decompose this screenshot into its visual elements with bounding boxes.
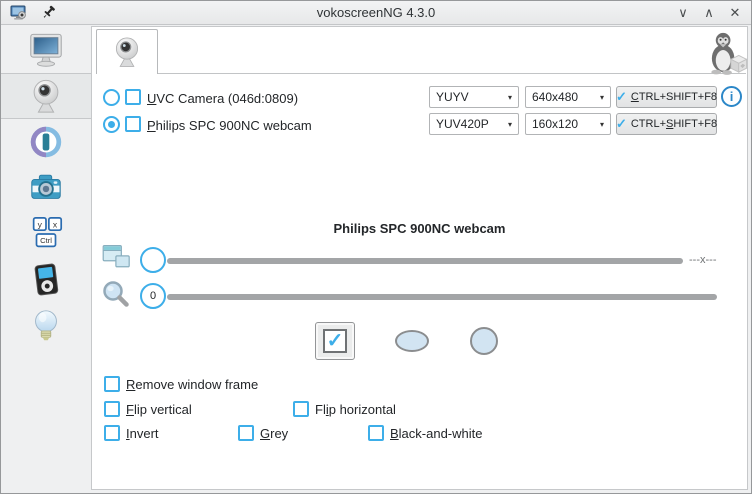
keyboard-keys-icon: y x Ctrl [32, 216, 63, 248]
camera-label-philips: Philips SPC 900NC webcam [147, 118, 312, 133]
black-and-white-checkbox[interactable] [368, 425, 384, 441]
resolution-select-uvc[interactable]: 640x480▾ [525, 86, 611, 108]
svg-text:y: y [38, 219, 43, 229]
sidebar-item-player[interactable] [1, 257, 91, 303]
format-select-philips[interactable]: YUV420P▾ [429, 113, 519, 135]
titlebar[interactable]: vokoscreenNG 4.3.0 ∨ ∧ ✕ [1, 1, 751, 25]
flip-vertical-label: Flip vertical [126, 402, 192, 417]
tab-pane-border [158, 73, 746, 74]
frame-shape-circle-button[interactable] [470, 327, 498, 355]
window-title: vokoscreenNG 4.3.0 [316, 5, 436, 20]
sidebar-item-countdown[interactable] [1, 119, 91, 165]
dropdown-arrow-icon: ▾ [507, 92, 512, 102]
camera-radio-uvc[interactable] [103, 89, 120, 106]
tab-webcam[interactable] [96, 29, 158, 74]
sidebar-item-webcam[interactable] [1, 73, 91, 119]
media-player-icon [27, 261, 65, 299]
photo-camera-icon [27, 169, 65, 207]
maximize-button[interactable]: ∧ [704, 5, 714, 20]
timer-icon [27, 123, 65, 161]
checked-checkbox-icon: ✓ [323, 329, 347, 353]
sidebar: y x Ctrl [1, 26, 91, 493]
webcam-icon [27, 77, 65, 115]
position-slider-handle[interactable] [140, 247, 166, 273]
camera-label-uvc: UVC Camera (046d:0809) [147, 91, 299, 106]
sidebar-item-screenshot[interactable] [1, 165, 91, 211]
camera-checkbox-uvc[interactable] [125, 89, 141, 105]
magnifier-icon [101, 279, 131, 309]
camera-radio-philips[interactable] [103, 116, 120, 133]
check-icon: ✓ [615, 89, 627, 104]
tux-logo-icon [707, 30, 749, 75]
flip-horizontal-checkbox[interactable] [293, 401, 309, 417]
info-button[interactable]: i [721, 86, 742, 107]
frame-shape-ellipse-button[interactable] [395, 330, 429, 352]
remove-window-frame-checkbox[interactable] [104, 376, 120, 392]
flip-vertical-checkbox[interactable] [104, 401, 120, 417]
active-camera-title: Philips SPC 900NC webcam [333, 221, 506, 236]
dropdown-arrow-icon: ▾ [507, 119, 512, 129]
camera-checkbox-philips[interactable] [125, 116, 141, 132]
dropdown-arrow-icon: ▾ [599, 119, 604, 129]
check-icon: ✓ [615, 116, 627, 131]
close-button[interactable]: ✕ [729, 5, 741, 20]
sidebar-item-screen[interactable] [1, 27, 91, 73]
svg-text:Ctrl: Ctrl [40, 236, 52, 245]
hotkey-button-philips[interactable]: ✓ CTRL+SHIFT+F8 [616, 113, 717, 135]
invert-label: Invert [126, 426, 159, 441]
svg-text:x: x [53, 219, 58, 229]
webcam-tab-icon [110, 35, 144, 69]
sidebar-item-help[interactable] [1, 303, 91, 349]
resolution-select-philips[interactable]: 160x120▾ [525, 113, 611, 135]
frame-shape-rectangle-button[interactable]: ✓ [315, 322, 355, 360]
monitor-icon [27, 31, 65, 69]
dropdown-arrow-icon: ▾ [599, 92, 604, 102]
invert-checkbox[interactable] [104, 425, 120, 441]
remove-window-frame-label: Remove window frame [126, 377, 259, 392]
black-and-white-label: Black-and-white [390, 426, 483, 441]
position-value: ---x--- [689, 254, 717, 266]
window-position-icon [102, 244, 131, 269]
grey-checkbox[interactable] [238, 425, 254, 441]
info-icon: i [729, 89, 734, 104]
hotkey-button-uvc[interactable]: ✓ CTRL+SHIFT+F8 [616, 86, 717, 108]
grey-label: Grey [260, 426, 289, 441]
lightbulb-icon [27, 307, 65, 345]
zoom-slider-track[interactable] [167, 294, 717, 300]
minimize-button[interactable]: ∨ [678, 5, 688, 20]
format-select-uvc[interactable]: YUYV▾ [429, 86, 519, 108]
flip-horizontal-label: Flip horizontal [315, 402, 396, 417]
position-slider-track[interactable] [167, 258, 683, 264]
sidebar-item-showkeys[interactable]: y x Ctrl [1, 211, 91, 257]
zoom-slider-handle[interactable]: 0 [140, 283, 166, 309]
